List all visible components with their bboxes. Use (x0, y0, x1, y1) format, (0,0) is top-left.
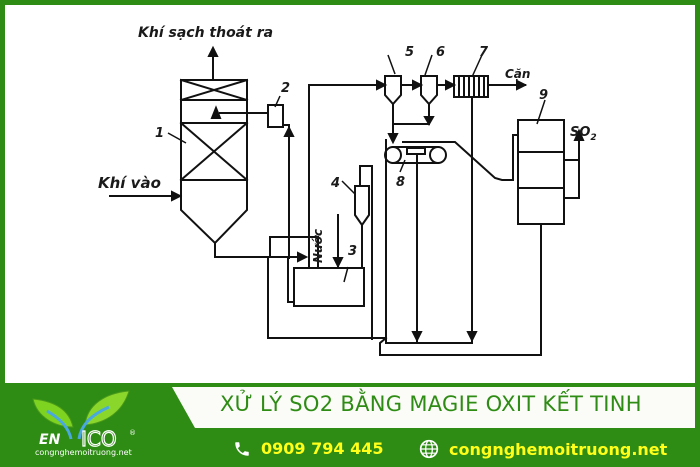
label-3: 3 (348, 244, 357, 259)
website-contact[interactable]: congnghemoitruong.net (419, 439, 667, 459)
svg-text:®: ® (129, 429, 136, 437)
label-clean-gas-out: Khí sạch thoát ra (138, 25, 273, 41)
label-gas-in: Khí vào (98, 174, 161, 192)
website-link[interactable]: congnghemoitruong.net (449, 439, 668, 459)
label-1: 1 (155, 126, 164, 141)
label-4: 4 (330, 176, 340, 191)
svg-text:ICO: ICO (81, 427, 117, 451)
label-6: 6 (436, 45, 445, 60)
svg-text:congnghemoitruong.net: congnghemoitruong.net (35, 448, 132, 457)
phone-contact[interactable]: 0909 794 445 (233, 439, 383, 458)
label-water: Nước (311, 229, 325, 263)
label-residue: Cặn (505, 67, 530, 81)
phone-icon (235, 441, 249, 456)
label-so2: SO2 (570, 125, 597, 143)
svg-text:EN: EN (39, 432, 61, 448)
process-diagram: Khí sạch thoát ra Khí vào Cặn SO2 Nước 1… (98, 25, 597, 356)
envico-logo[interactable]: EN ICO ® congnghemoitruong.net (25, 389, 155, 459)
kiln-9 (517, 119, 565, 225)
label-8: 8 (396, 175, 405, 190)
leaf-logo-icon: EN ICO ® congnghemoitruong.net (32, 390, 136, 457)
globe-icon (419, 439, 439, 459)
tank-3 (293, 267, 365, 307)
absorber-column (180, 79, 248, 181)
label-7: 7 (479, 45, 489, 60)
label-9: 9 (539, 88, 548, 103)
page-title: XỬ LÝ SO2 BẰNG MAGIE OXIT KẾT TINH (220, 392, 642, 416)
phone-number[interactable]: 0909 794 445 (261, 439, 384, 458)
label-5: 5 (405, 45, 414, 60)
footer-banner: EN ICO ® congnghemoitruong.net XỬ LÝ SO2… (0, 383, 700, 467)
diagram-canvas: Khí sạch thoát ra Khí vào Cặn SO2 Nước 1… (5, 5, 695, 383)
label-2: 2 (281, 81, 290, 96)
title-banner (172, 387, 695, 428)
